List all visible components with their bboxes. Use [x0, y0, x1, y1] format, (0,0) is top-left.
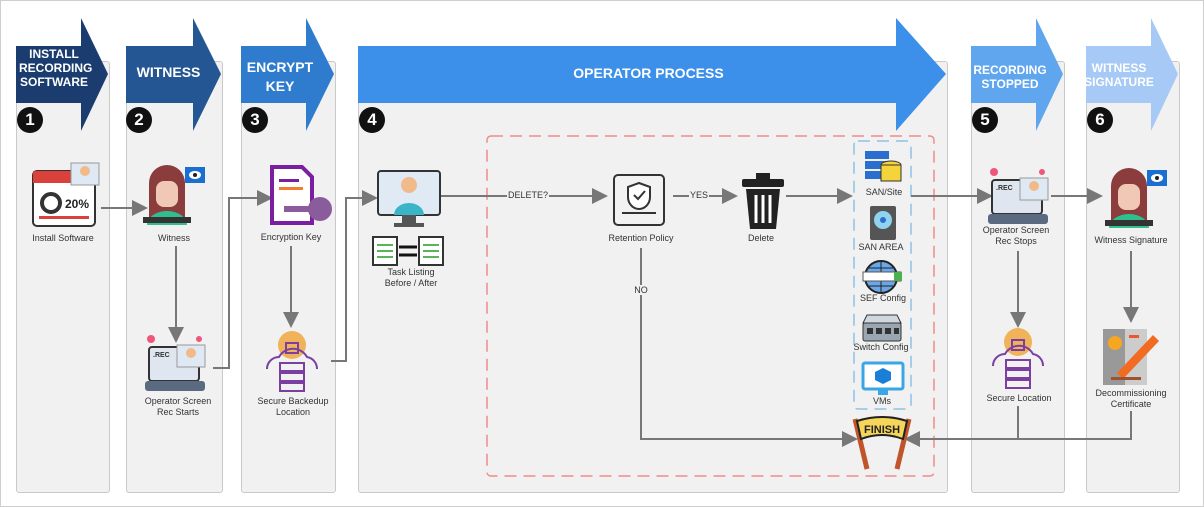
- svg-text:FINISH: FINISH: [864, 424, 900, 436]
- backup-line-1: Secure Backedup: [257, 396, 329, 406]
- svg-text:20%: 20%: [65, 197, 89, 211]
- yes-edge-label: YES: [688, 190, 710, 200]
- svg-text:.REC: .REC: [996, 185, 1013, 192]
- backup-line-2: Location: [275, 407, 311, 417]
- stage-2-number: 2: [126, 107, 152, 133]
- witness-signature-icon: [1105, 168, 1167, 228]
- install-software-icon: 20%: [32, 162, 100, 227]
- install-software-label: Install Software: [32, 233, 94, 243]
- stage-6-arrow: [1086, 18, 1178, 131]
- stage-6-title: WITNESS SIGNATURE: [1084, 61, 1154, 89]
- secure-location-icon: [992, 328, 1045, 389]
- stage-1-panel: [16, 61, 110, 493]
- task-line-1: Task Listing: [387, 267, 435, 277]
- stage-3-title: ENCRYPT KEY: [246, 59, 314, 94]
- stage-2-panel: [126, 61, 223, 493]
- stage-3-arrow: [241, 18, 334, 131]
- retention-policy-icon: [613, 174, 665, 226]
- task-listing-icon: [372, 236, 444, 266]
- stage-6-panel: [1086, 61, 1180, 493]
- stage-5-arrow: [971, 18, 1063, 131]
- retention-policy-label: Retention Policy: [608, 233, 674, 243]
- sef-config-globe-icon: [862, 260, 902, 294]
- san-site-icon: [865, 151, 902, 182]
- stage-4-panel: [358, 61, 948, 493]
- connectors: [101, 188, 1139, 447]
- assets-dashed-box: [853, 140, 912, 410]
- encryption-key-icon: [270, 165, 332, 225]
- sef-config-label: SEF Config: [859, 293, 907, 303]
- rec-starts-line-1: Operator Screen: [144, 396, 212, 406]
- finish-banner-icon: FINISH: [852, 416, 912, 470]
- vms-label: VMs: [873, 396, 891, 406]
- stage-2-arrow: [126, 18, 221, 131]
- delete-question-edge-label: DELETE?: [506, 190, 550, 200]
- stage-5-number: 5: [972, 107, 998, 133]
- task-line-2: Before / After: [384, 278, 438, 288]
- secure-backup-location-icon: [266, 331, 319, 392]
- delete-trash-icon: [742, 173, 784, 229]
- stage-3-number: 3: [242, 107, 268, 133]
- stage-1-title: INSTALL RECORDING SOFTWARE: [19, 47, 93, 89]
- stage-5-title: RECORDING STOPPED: [973, 63, 1047, 91]
- rec-stops-line-2: Rec Stops: [995, 236, 1037, 246]
- stage-4-arrow: [358, 18, 946, 131]
- stage-2-title: WITNESS: [136, 64, 201, 80]
- witness-icon: [143, 165, 205, 225]
- svg-text:.REC: .REC: [153, 352, 170, 359]
- cert-line-2: Certificate: [1110, 399, 1152, 409]
- switch-config-icon: [862, 314, 902, 342]
- secure-location-label: Secure Location: [986, 393, 1052, 403]
- rec-stops-line-1: Operator Screen: [982, 225, 1050, 235]
- rec-starts-line-2: Rec Starts: [156, 407, 200, 417]
- stage-6-number: 6: [1087, 107, 1113, 133]
- operator-screen-rec-stops-icon: .REC: [988, 168, 1049, 224]
- stage-1-arrow: [16, 18, 108, 131]
- operator-dashed-box: [486, 135, 935, 477]
- san-area-disk-icon: [870, 206, 896, 240]
- operator-monitor-icon: [377, 170, 441, 227]
- stage-4-title: OPERATOR PROCESS: [573, 65, 724, 81]
- cert-line-1: Decommissioning: [1095, 388, 1167, 398]
- stage-1-number: 1: [17, 107, 43, 133]
- delete-label: Delete: [747, 233, 775, 243]
- encryption-key-label: Encryption Key: [260, 232, 322, 242]
- stage-3-panel: [241, 61, 336, 493]
- operator-screen-rec-starts-icon: .REC: [145, 335, 206, 391]
- witness-signature-label: Witness Signature: [1094, 235, 1168, 245]
- witness-label: Witness: [157, 233, 191, 243]
- san-area-label: SAN AREA: [858, 242, 904, 252]
- san-site-label: SAN/Site: [865, 187, 903, 197]
- decommissioning-certificate-icon: [1103, 329, 1159, 385]
- stage-4-number: 4: [359, 107, 385, 133]
- vms-monitor-icon: [861, 361, 905, 395]
- switch-config-label: Switch Config: [853, 342, 909, 352]
- no-edge-label: NO: [633, 285, 649, 295]
